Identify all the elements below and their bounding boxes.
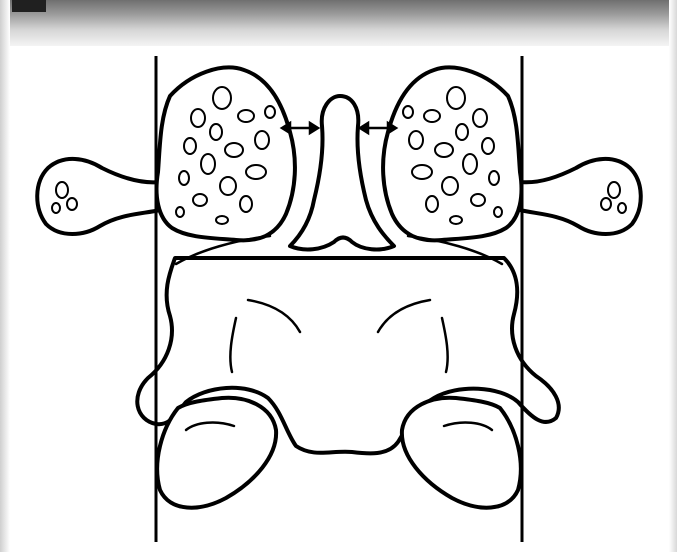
left-inferior-articular-process (157, 398, 276, 508)
right-inferior-articular-process (402, 398, 521, 508)
left-transverse-process (37, 159, 160, 234)
right-double-arrow-icon (360, 123, 396, 133)
right-transverse-process (520, 159, 641, 234)
left-double-arrow-icon (282, 123, 318, 133)
spinous-process (290, 96, 394, 249)
